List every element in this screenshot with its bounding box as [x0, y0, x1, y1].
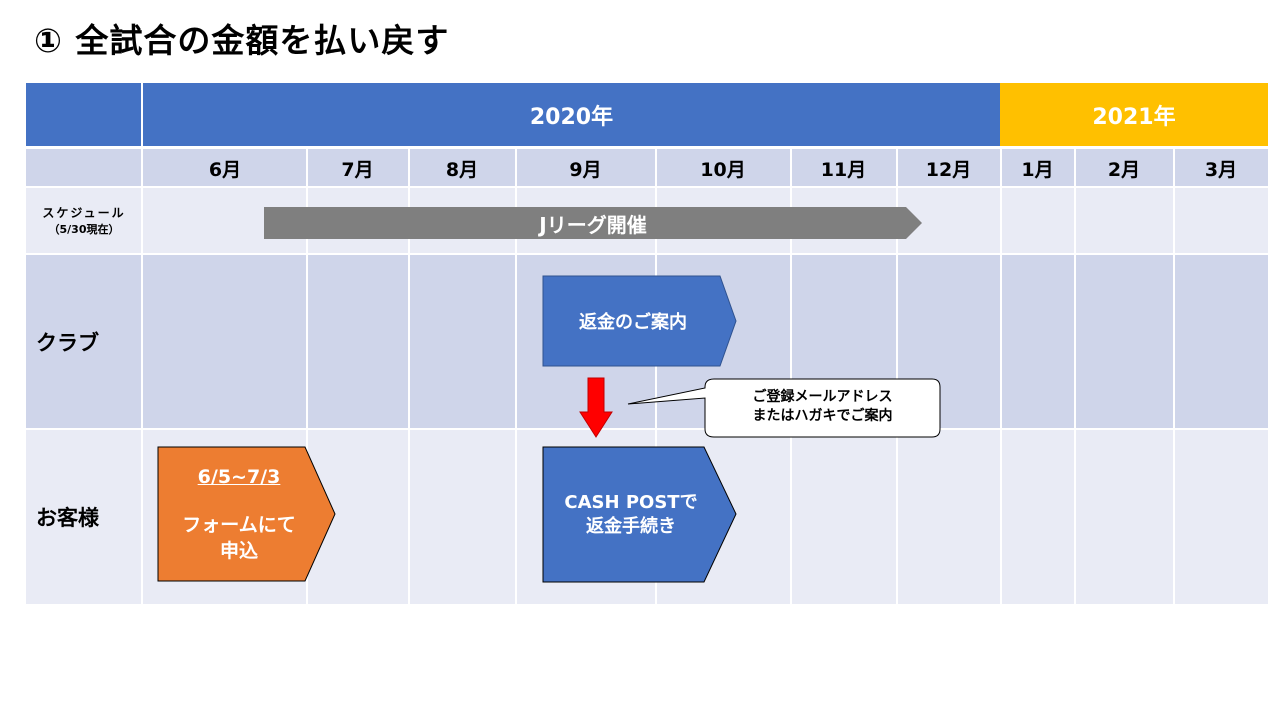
month-label: 8月	[445, 158, 479, 181]
down-arrow-icon	[579, 377, 613, 438]
club-guide-label: 返金のご案内	[579, 312, 687, 333]
row-label-club: クラブ	[36, 330, 99, 355]
grid-vline	[1000, 147, 1002, 604]
row-label-schedule: スケジュール （5/30現在）	[26, 187, 142, 254]
month-label: 10月	[700, 158, 746, 181]
club-guide-shape	[542, 275, 737, 367]
callout-shape	[627, 378, 941, 438]
apply-line2: 申込	[219, 540, 258, 562]
schedule-label-line2: （5/30現在）	[48, 223, 120, 236]
month-label: 3月	[1204, 158, 1238, 181]
grid-vline	[1074, 147, 1076, 604]
cashpost-line2: 返金手続き	[586, 515, 676, 537]
cashpost-text: CASH POSTで 返金手続き	[543, 447, 719, 582]
month-label: 2月	[1107, 158, 1141, 181]
apply-date: 6/5~7/3	[197, 466, 281, 488]
month-label: 9月	[569, 158, 602, 181]
grid-vline	[655, 147, 657, 604]
orange-apply-text: 6/5~7/3 フォームにて 申込	[158, 447, 320, 581]
orange-apply-shape	[157, 446, 336, 582]
grid-hline	[26, 186, 1268, 188]
header-corner	[26, 83, 1000, 147]
schedule-bar-shape	[264, 207, 922, 239]
month-label: 11月	[820, 158, 867, 181]
month-label: 1月	[1021, 158, 1054, 181]
month-label: 12月	[925, 158, 972, 181]
month-row	[26, 147, 1268, 187]
grid-vline	[141, 83, 143, 604]
grid-hline	[26, 146, 1268, 149]
grid-vline	[896, 147, 898, 604]
month-label: 7月	[341, 158, 374, 181]
grid-vline	[1173, 147, 1175, 604]
callout-line1: ご登録メールアドレス	[752, 389, 893, 405]
callout-line2: またはハガキでご案内	[752, 408, 893, 424]
grid-hline	[26, 428, 1268, 430]
apply-line1: フォームにて	[182, 514, 296, 536]
cashpost-line1: CASH POSTで	[564, 491, 698, 513]
month-label: 6月	[208, 158, 242, 181]
grid-hline	[26, 253, 1268, 255]
cashpost-shape	[542, 446, 737, 583]
schedule-bar-label: Jリーグ開催	[539, 212, 647, 237]
row-label-customer: お客様	[36, 505, 99, 530]
schedule-label-line1: スケジュール	[42, 206, 126, 220]
page-title: ① 全試合の金額を払い戻す	[34, 21, 450, 60]
header-2021	[1000, 83, 1268, 147]
grid-vline	[408, 147, 410, 604]
grid-vline	[790, 147, 792, 604]
year-2020-label: 2020年	[529, 105, 614, 130]
grid-vline	[515, 147, 517, 604]
grid-vline	[306, 147, 308, 604]
year-2021-label: 2021年	[1092, 105, 1176, 130]
